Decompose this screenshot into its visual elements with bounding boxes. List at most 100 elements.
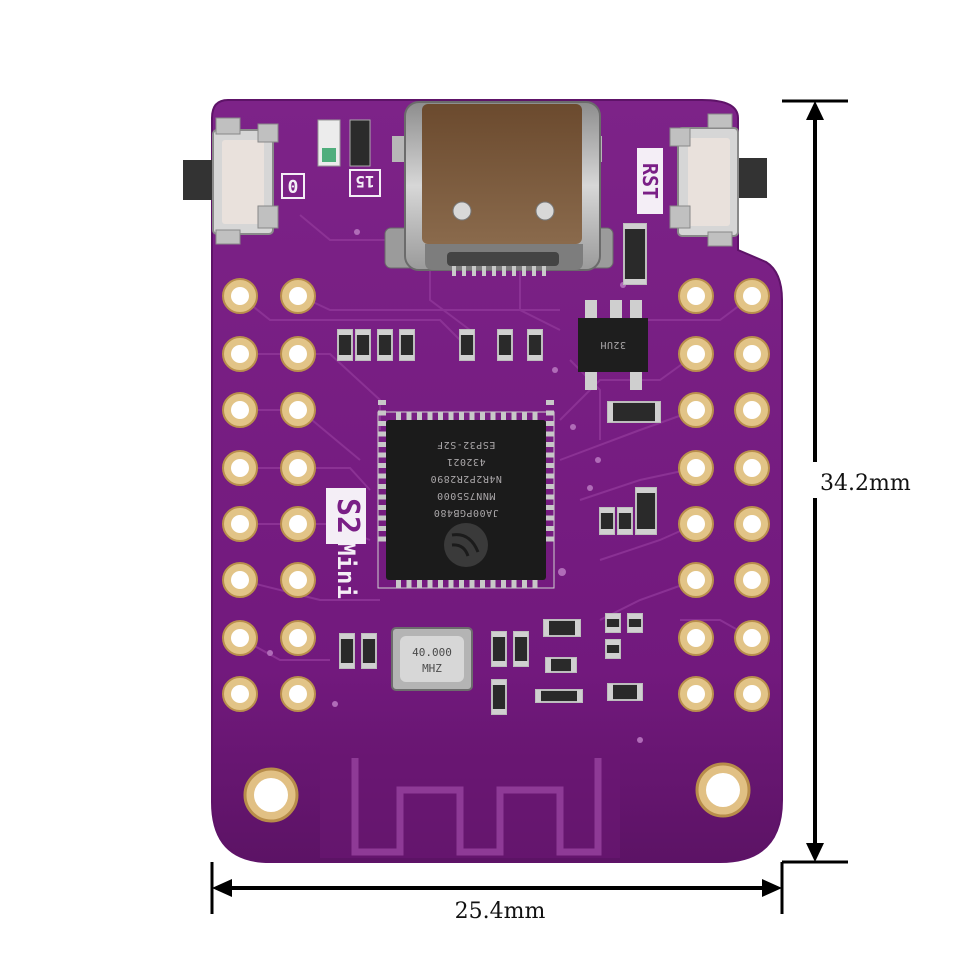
chip-pin: [546, 421, 554, 426]
smd-component: [399, 329, 415, 361]
chip-pin: [378, 473, 386, 479]
chip-pin: [378, 526, 386, 531]
header-pad: [678, 392, 714, 428]
header-pad: [280, 506, 316, 542]
chip-pin: [417, 580, 422, 588]
smd-component: [599, 507, 615, 535]
chip-pin: [378, 442, 386, 447]
chip-pin: [522, 580, 527, 588]
header-pad: [734, 450, 770, 486]
smd-component: [527, 329, 543, 361]
header-pad: [222, 336, 258, 372]
chip-pin: [546, 431, 554, 437]
chip-pin: [532, 580, 538, 588]
crystal-frequency: 40.000: [412, 646, 452, 659]
chip-marking-line: MNN7S5000: [437, 490, 496, 501]
height-label: 34.2mm: [820, 471, 911, 496]
smd-component: [497, 329, 513, 361]
header-pad: [734, 562, 770, 598]
header-pad: [280, 278, 316, 314]
chip-pin: [546, 463, 554, 468]
chip-pin: [532, 412, 538, 420]
smd-component: [355, 329, 371, 361]
header-pad: [734, 506, 770, 542]
chip-pin: [448, 580, 454, 588]
smd-component: [545, 657, 577, 673]
chip-pin: [406, 412, 412, 420]
smd-component: [607, 683, 643, 701]
model-label-sub: Mini: [332, 541, 360, 599]
chip-pin: [546, 526, 554, 531]
regulator-marking: 32UH: [600, 339, 626, 350]
chip-pin: [511, 580, 517, 588]
chip-pin: [480, 412, 485, 420]
chip-pin: [427, 580, 433, 588]
chip-pin: [378, 494, 386, 500]
chip-pin: [469, 580, 475, 588]
header-pad: [280, 336, 316, 372]
header-pad: [280, 392, 316, 428]
crystal-oscillator: 40.000 MHZ: [391, 627, 473, 691]
width-dimension: 25.4mm: [210, 862, 784, 924]
header-pads: [222, 278, 770, 712]
header-pad: [222, 392, 258, 428]
chip-pin: [546, 494, 554, 500]
height-dimension: 34.2mm: [782, 99, 912, 864]
chip-pin: [546, 442, 554, 447]
espressif-logo-icon: [444, 523, 488, 567]
header-pad: [280, 676, 316, 712]
chip-pin: [459, 580, 464, 588]
usb-c-connector: [384, 101, 614, 276]
header-pad: [678, 620, 714, 656]
smd-component: [337, 329, 353, 361]
chip-pin: [378, 431, 386, 437]
model-label-main: S2: [330, 498, 365, 534]
header-pad: [734, 392, 770, 428]
boot-button: [183, 117, 279, 245]
header-pad: [678, 450, 714, 486]
smd-component: [377, 329, 393, 361]
passive-components: [337, 223, 661, 715]
chip-marking-line: ESP32-S2F: [437, 439, 496, 450]
header-pad: [280, 620, 316, 656]
chip-pin: [396, 412, 401, 420]
chip-pin: [480, 580, 485, 588]
header-pad: [222, 676, 258, 712]
boot-button-label: 0: [288, 175, 299, 196]
header-pad: [222, 278, 258, 314]
width-label: 25.4mm: [455, 899, 546, 924]
header-pad: [734, 336, 770, 372]
header-pad: [678, 336, 714, 372]
chip-pin: [378, 536, 386, 542]
header-pad: [222, 450, 258, 486]
chip-pin: [378, 452, 386, 458]
smd-component: [605, 613, 621, 633]
header-pad: [678, 562, 714, 598]
silk-label-zero: 0: [281, 173, 305, 199]
silk-label-led: 15: [349, 169, 381, 197]
smd-component: [543, 619, 581, 637]
chip-pin: [546, 473, 554, 479]
chip-pin: [511, 412, 517, 420]
smd-component: [607, 401, 661, 423]
chip-pin: [378, 515, 386, 521]
crystal-unit: MHZ: [422, 662, 442, 675]
led: [317, 119, 371, 167]
header-pad: [280, 450, 316, 486]
chip-pin: [546, 484, 554, 489]
chip-pin: [378, 484, 386, 489]
chip-pin: [406, 580, 412, 588]
smd-component: [623, 223, 647, 285]
chip-pin: [438, 580, 443, 588]
smd-component: [617, 507, 633, 535]
chip-pin: [501, 580, 506, 588]
chip-marking-line: 432021: [446, 456, 485, 467]
chip-pin: [469, 412, 475, 420]
header-pad: [222, 562, 258, 598]
chip-pin: [490, 580, 496, 588]
smd-component: [535, 689, 583, 703]
header-pad: [678, 676, 714, 712]
reset-button: [669, 113, 767, 247]
chip-pin: [546, 410, 554, 416]
chip-pin: [546, 505, 554, 510]
